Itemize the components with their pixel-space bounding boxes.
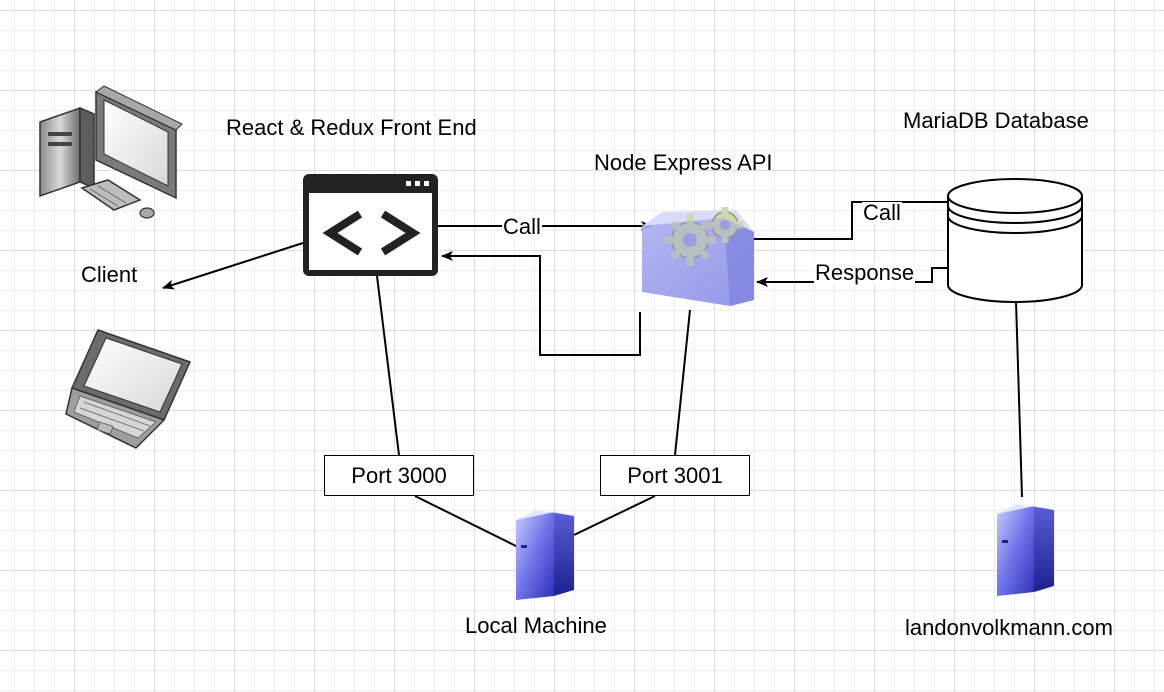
db-to-remote-link [1015,300,1023,498]
frontend-title: React & Redux Front End [226,115,477,140]
database-cylinder-icon [947,178,1083,303]
port3000-to-local-link [414,495,521,549]
api-db-call-label: Call [862,200,902,225]
api-title: Node Express API [594,150,773,175]
frontend-to-client-arrow [162,242,304,290]
db-title: MariaDB Database [903,108,1089,133]
frontend-port-link [376,275,400,456]
local-machine-label: Local Machine [465,613,607,638]
remote-server-icon [997,504,1054,596]
desktop-computer-icon [39,85,183,219]
port-3000-box: Port 3000 [324,455,474,496]
api-to-frontend-response-arrow [441,251,641,356]
code-window-icon [303,174,438,276]
api-port-link [674,309,691,456]
gears-cube-icon [642,207,754,306]
client-label: Client [81,262,138,287]
remote-server-label: landonvolkmann.com [905,615,1113,640]
frontend-api-call-label: Call [502,214,542,239]
laptop-icon [65,329,192,449]
api-to-db-call-arrow [753,197,1001,240]
server-icon [516,510,574,600]
port-3001-box: Port 3001 [600,455,750,496]
db-api-response-label: Response [814,260,916,285]
port3001-to-local-link [573,495,656,536]
